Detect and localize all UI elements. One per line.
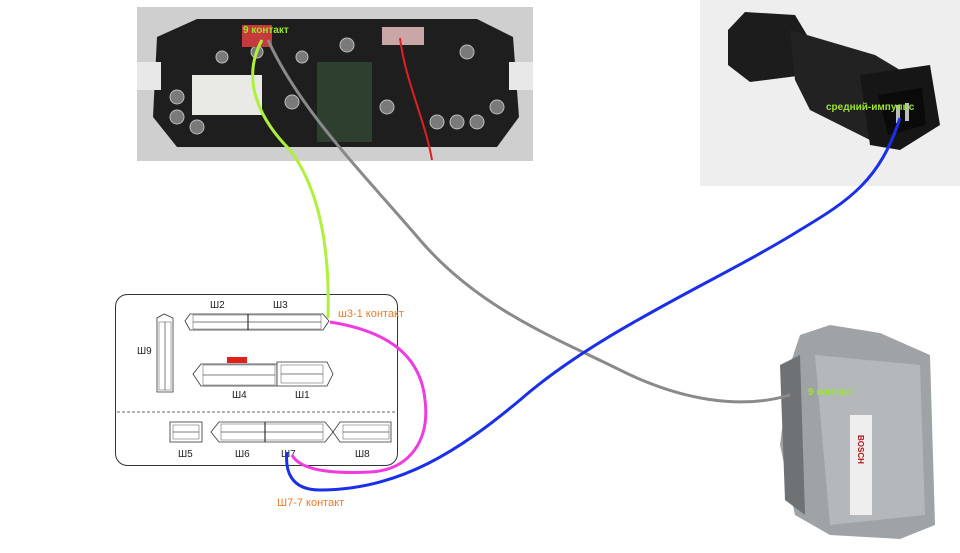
connector-sh6-sh7 bbox=[210, 421, 334, 443]
ecu-photo: BOSCH bbox=[770, 325, 940, 540]
connector-sh5 bbox=[169, 421, 203, 443]
connector-sh9 bbox=[156, 313, 174, 393]
connector-sh4 bbox=[192, 357, 278, 387]
ecu-pin-label: 9 контакт bbox=[808, 387, 854, 398]
connector-label-sh5: Ш5 bbox=[178, 449, 193, 460]
connector-label-sh7: Ш7 bbox=[281, 449, 296, 460]
connector-label-sh8: Ш8 bbox=[355, 449, 370, 460]
connector-sh2-sh3 bbox=[184, 313, 330, 331]
instrument-cluster-photo bbox=[137, 7, 533, 161]
connector-label-sh3: Ш3 bbox=[273, 300, 288, 311]
cluster-pin-label: 9 контакт bbox=[243, 25, 289, 36]
connector-sh1 bbox=[276, 361, 334, 387]
sensor-pin-label: средний-импульс bbox=[826, 102, 915, 113]
connector-label-sh4: Ш4 bbox=[232, 390, 247, 401]
sh3-pin-label: ш3-1 контакт bbox=[338, 308, 404, 320]
ecu-brand-label: BOSCH bbox=[856, 435, 865, 464]
connector-sh8 bbox=[332, 421, 392, 443]
connector-label-sh1: Ш1 bbox=[295, 390, 310, 401]
connector-label-sh6: Ш6 bbox=[235, 449, 250, 460]
connector-label-sh9: Ш9 bbox=[137, 346, 152, 357]
sh7-pin-label: Ш7-7 контакт bbox=[277, 497, 345, 509]
connector-label-sh2: Ш2 bbox=[210, 300, 225, 311]
speed-sensor-photo bbox=[700, 0, 960, 186]
